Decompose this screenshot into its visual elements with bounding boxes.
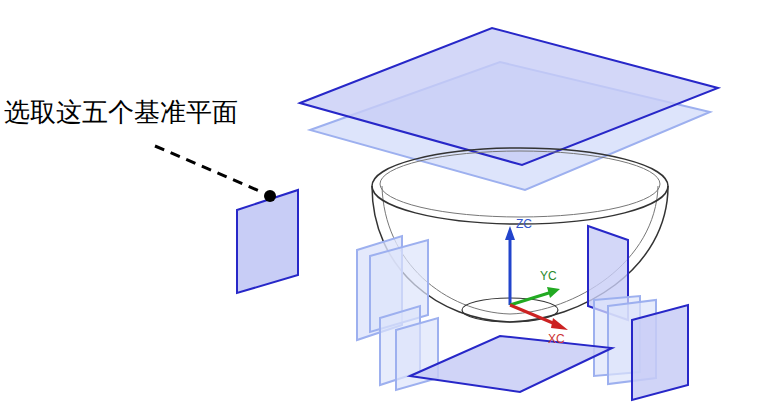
- leader-dot: [264, 190, 276, 202]
- datum-plane: [300, 28, 718, 165]
- y-axis: [510, 292, 552, 305]
- z-axis: [509, 232, 512, 305]
- bowl-rim: [372, 148, 668, 224]
- datum-plane: [237, 190, 298, 293]
- axis-head: [551, 318, 568, 330]
- datum-plane: [410, 336, 612, 392]
- datum-plane: [632, 305, 688, 400]
- axis-head: [547, 287, 560, 298]
- axis-head: [505, 226, 515, 240]
- leader-line: [155, 146, 264, 193]
- axis-label: ZC: [516, 218, 532, 231]
- axis-label: YC: [540, 270, 557, 283]
- axis-label: XC: [548, 333, 565, 346]
- callout-text: 选取这五个基准平面: [4, 98, 238, 127]
- bowl-rim: [380, 151, 660, 217]
